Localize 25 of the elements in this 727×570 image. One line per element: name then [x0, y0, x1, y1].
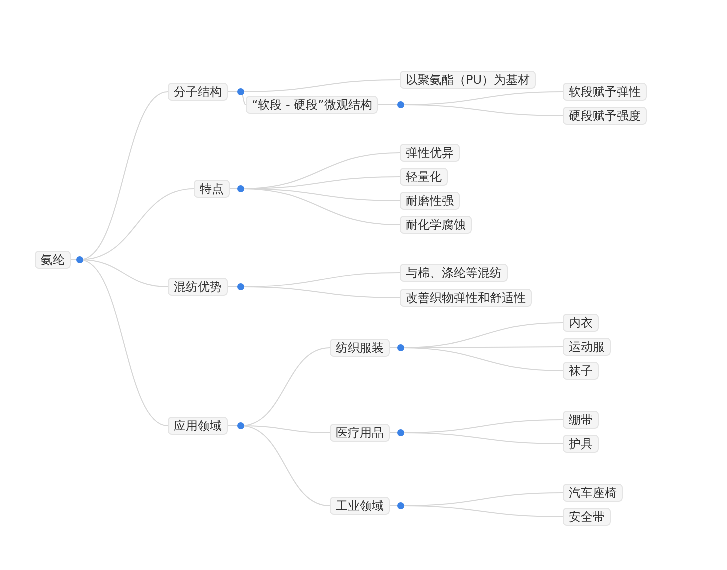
topic-box: 耐磨性强	[400, 192, 460, 210]
topic-box: 汽车座椅	[563, 484, 623, 502]
topic-box: 与棉、涤纶等混纺	[400, 264, 508, 282]
topic-box: 工业领域	[330, 497, 390, 515]
topic-box: 轻量化	[400, 168, 448, 186]
topic-box: 分子结构	[168, 83, 228, 101]
topic-box: 医疗用品	[330, 424, 390, 442]
topic-box: 软段赋予弹性	[563, 83, 647, 101]
topic-box: 运动服	[563, 338, 611, 356]
topic-box: 安全带	[563, 508, 611, 526]
topic-box: 硬段赋予强度	[563, 107, 647, 125]
topic-box: 应用领域	[168, 417, 228, 435]
topic-box: 袜子	[563, 362, 599, 380]
topic-box: 氨纶	[35, 251, 71, 269]
topic-box: “软段 - 硬段”微观结构	[246, 96, 378, 114]
topic-box: 以聚氨酯（PU）为基材	[400, 71, 536, 89]
topic-box: 绷带	[563, 411, 599, 429]
topic-box: 内衣	[563, 314, 599, 332]
topic-box: 特点	[194, 180, 230, 198]
topic-box: 纺织服装	[330, 339, 390, 357]
topic-box: 弹性优异	[400, 144, 460, 162]
topic-box: 耐化学腐蚀	[400, 216, 472, 234]
topic-box: 护具	[563, 435, 599, 453]
topic-box: 改善织物弹性和舒适性	[400, 289, 532, 307]
topic-box: 混纺优势	[168, 278, 228, 296]
